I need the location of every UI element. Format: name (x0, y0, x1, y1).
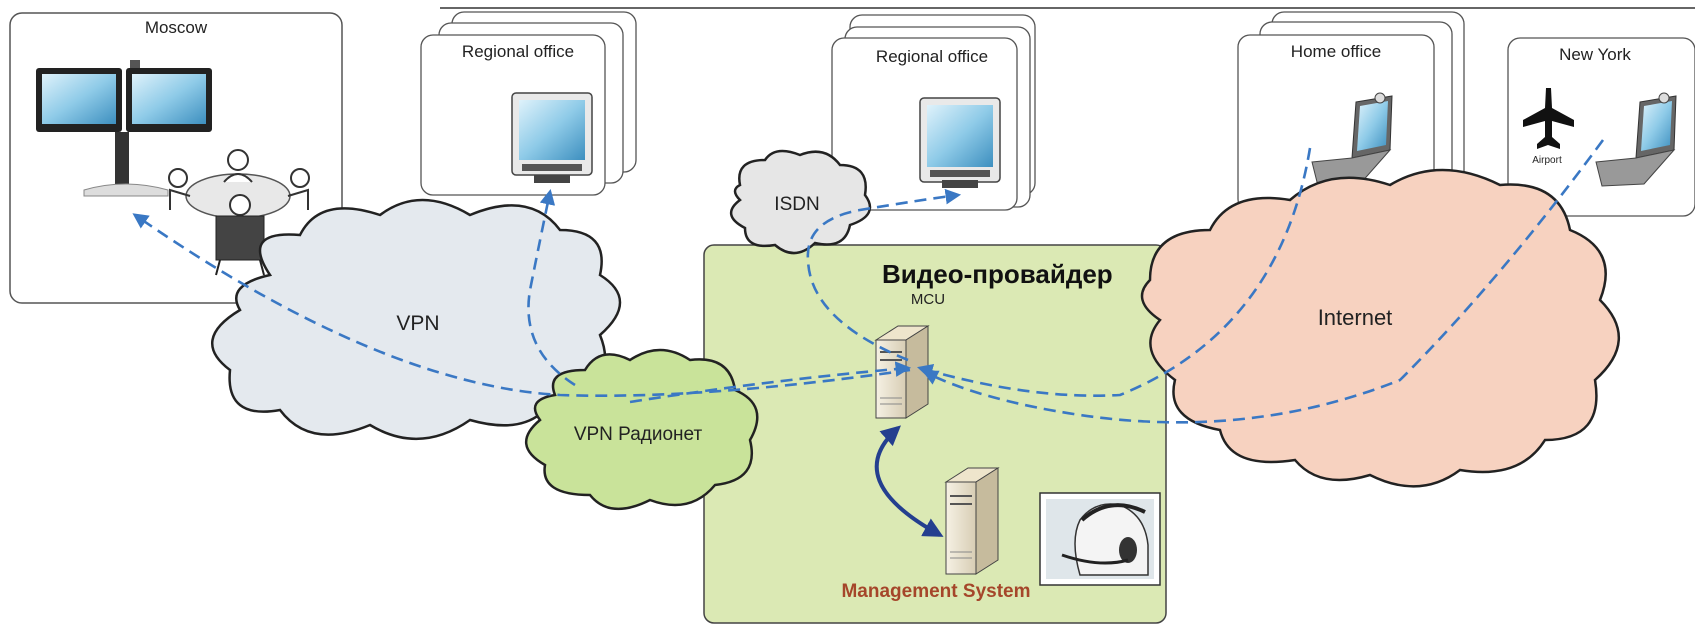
vpn-label: VPN (396, 312, 439, 335)
management-server-icon (944, 467, 1000, 575)
internet-cloud (1140, 168, 1621, 488)
monitor-icon (919, 97, 1001, 188)
internet-label: Internet (1318, 305, 1393, 330)
link-new-york-mcu (922, 139, 1605, 424)
management-system-label: Management System (841, 581, 1030, 602)
headset-operator-icon (1039, 492, 1161, 586)
meeting-icon (168, 149, 310, 276)
isdn-cloud (730, 149, 872, 255)
new-york-label: New York (1559, 45, 1631, 64)
connection-lines (132, 139, 1605, 424)
management-link-arrow (874, 425, 944, 537)
laptop-icon (1595, 92, 1677, 187)
mcu-label: MCU (911, 291, 945, 308)
regional-office-left: Regional office (420, 11, 637, 196)
link-radionet-mcu (629, 361, 912, 404)
monitor-icon (511, 92, 593, 183)
home-office: Home office (1237, 11, 1465, 212)
moscow-site: Moscow (9, 12, 343, 304)
link-radionet-regional-left (527, 188, 576, 387)
laptop-icon (1311, 92, 1393, 187)
vpn-radionet-cloud (524, 348, 759, 511)
mcu-server-icon (874, 325, 930, 419)
airplane-icon (1523, 88, 1574, 149)
isdn-label: ISDN (774, 194, 819, 215)
regional-office-center-label: Regional office (876, 47, 988, 66)
link-mcu-isdn-regional-center (806, 188, 962, 362)
home-office-label: Home office (1291, 42, 1381, 61)
airport-label: Airport (1532, 155, 1562, 166)
vpn-radionet-label: VPN Радионет (574, 424, 703, 445)
telepresence-icon (36, 60, 212, 197)
video-provider-title: Видео-провайдер (882, 259, 1113, 289)
link-home-office-mcu (917, 147, 1312, 397)
new-york-site: New York Airport (1507, 37, 1695, 217)
link-mcu-moscow (132, 213, 911, 398)
regional-office-center: Regional office (831, 14, 1036, 211)
moscow-label: Moscow (145, 18, 208, 37)
regional-office-left-label: Regional office (462, 42, 574, 61)
